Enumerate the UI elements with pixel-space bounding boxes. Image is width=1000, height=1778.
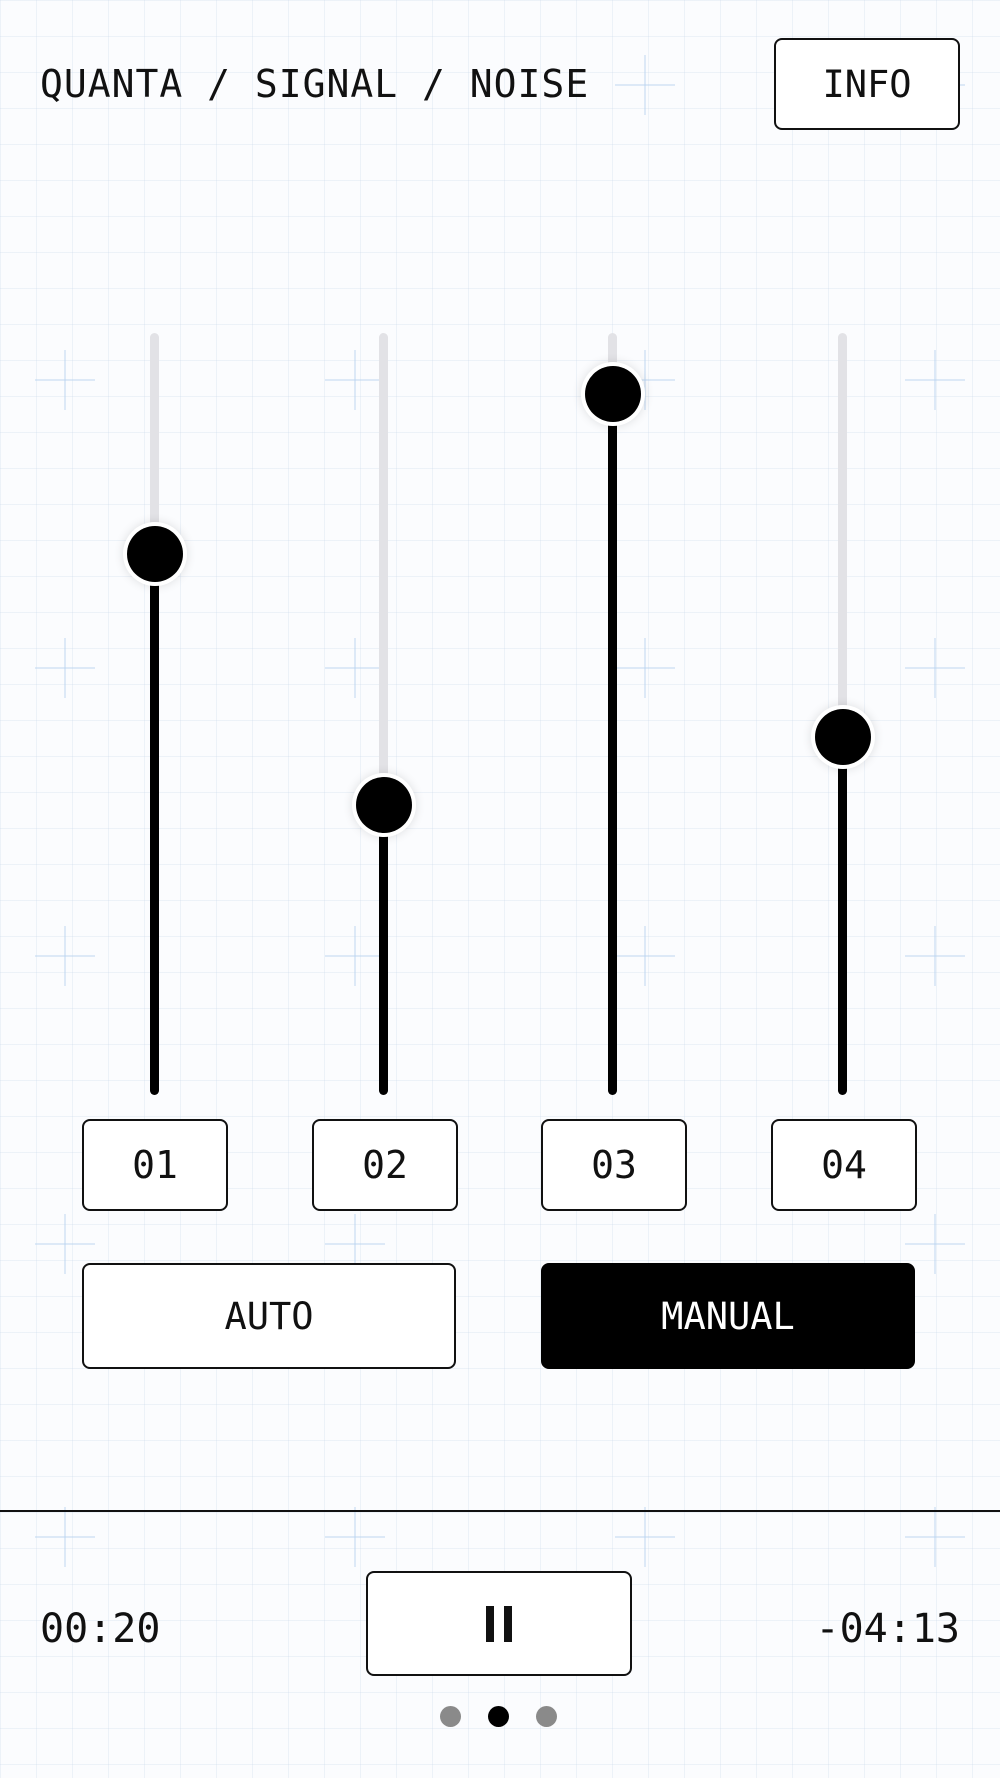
- channel-button-02[interactable]: 02: [312, 1119, 458, 1211]
- slider-track-01[interactable]: [126, 333, 183, 1095]
- grid-cross-icon: [325, 638, 385, 698]
- grid-cross-icon: [905, 926, 965, 986]
- grid-cross-icon: [35, 350, 95, 410]
- grid-cross-icon: [905, 1507, 965, 1567]
- info-button[interactable]: INFO: [774, 38, 960, 130]
- page-dot-active[interactable]: [488, 1706, 509, 1727]
- grid-cross-icon: [325, 1507, 385, 1567]
- grid-cross-icon: [905, 638, 965, 698]
- slider-fill: [608, 393, 617, 1095]
- slider-handle[interactable]: [584, 365, 641, 422]
- slider-handle[interactable]: [355, 777, 412, 834]
- slider-handle[interactable]: [814, 708, 871, 765]
- slider-fill: [379, 805, 388, 1095]
- remaining-time: -04:13: [815, 1606, 961, 1652]
- channel-button-01[interactable]: 01: [82, 1119, 228, 1211]
- grid-cross-icon: [615, 1507, 675, 1567]
- slider-fill: [838, 736, 847, 1095]
- slider-track-04[interactable]: [814, 333, 871, 1095]
- grid-cross-icon: [615, 55, 675, 115]
- grid-cross-icon: [905, 1214, 965, 1274]
- page-dot[interactable]: [440, 1706, 461, 1727]
- channel-button-03[interactable]: 03: [541, 1119, 687, 1211]
- divider: [0, 1510, 1000, 1512]
- manual-mode-button[interactable]: MANUAL: [541, 1263, 915, 1369]
- elapsed-time: 00:20: [40, 1606, 161, 1652]
- grid-cross-icon: [615, 638, 675, 698]
- grid-cross-icon: [35, 638, 95, 698]
- grid-cross-icon: [35, 926, 95, 986]
- page-indicator: [440, 1706, 557, 1727]
- slider-fill: [150, 553, 159, 1095]
- page-title: QUANTA / SIGNAL / NOISE: [40, 62, 590, 106]
- pause-button[interactable]: [366, 1571, 632, 1676]
- auto-mode-button[interactable]: AUTO: [82, 1263, 456, 1369]
- grid-cross-icon: [325, 350, 385, 410]
- pause-icon: [482, 1605, 516, 1642]
- grid-cross-icon: [905, 350, 965, 410]
- slider-track-03[interactable]: [584, 333, 641, 1095]
- slider-track-02[interactable]: [355, 333, 412, 1095]
- slider-handle[interactable]: [126, 525, 183, 582]
- grid-cross-icon: [615, 926, 675, 986]
- page-dot[interactable]: [536, 1706, 557, 1727]
- grid-cross-icon: [325, 926, 385, 986]
- grid-cross-icon: [35, 1507, 95, 1567]
- channel-button-04[interactable]: 04: [771, 1119, 917, 1211]
